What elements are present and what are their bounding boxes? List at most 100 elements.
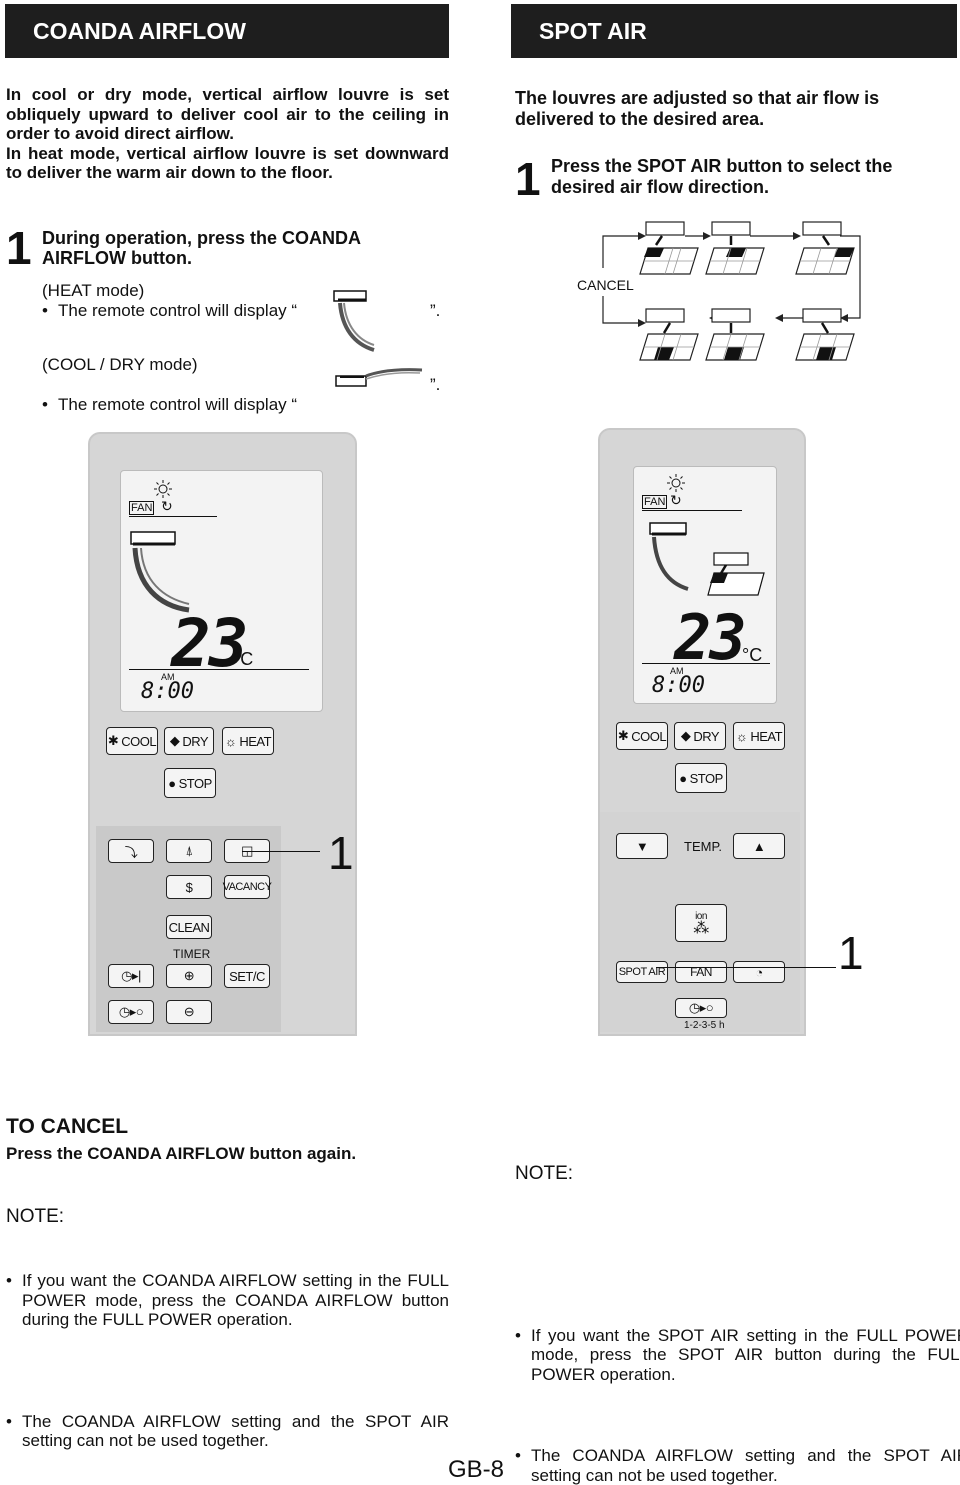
clean-button[interactable]: CLEAN [166,915,212,939]
coanda-heat-icon [130,531,190,613]
button-label: COOL [121,733,157,749]
sun-icon: ☼ [224,733,237,749]
cancel-title: TO CANCEL [6,1115,129,1138]
vacancy-button[interactable]: VACANCY [222,875,272,899]
callout-number: 1 [328,827,354,879]
fan-label: FAN [129,501,155,515]
sun-icon: ☼ [735,728,748,744]
dry-button[interactable]: ◆DRY [164,727,214,755]
spot-air-header: SPOT AIR [511,4,957,58]
temp-down-button[interactable]: ▼ [616,833,668,859]
timer-on-button[interactable]: ◷▸| [108,964,154,988]
step-instruction: During operation, press the COANDA AIRFL… [42,228,361,268]
temp-up-button[interactable]: ▲ [733,833,785,859]
clock-play-icon: ◷▸○ [688,1000,714,1015]
cancel-label: CANCEL [575,277,636,293]
spot-air-cycle-diagram [602,221,861,361]
display-text-end: ”. [430,301,441,320]
callout-line [242,851,320,852]
plus-icon: ⊕ [183,968,195,983]
spot-air-intro: The louvres are adjusted so that air flo… [515,88,880,129]
spot-air-button[interactable]: SPOT AIR [616,961,668,983]
stop-button[interactable]: ●STOP [164,768,216,798]
note-item: The COANDA AIRFLOW setting and the SPOT … [515,1446,960,1485]
cool-button[interactable]: ✱COOL [616,722,668,750]
eco-button[interactable]: $ [166,875,212,899]
clock-off-icon: ◷▸○ [118,1004,144,1019]
note-title: NOTE: [515,1163,574,1184]
timer-down-button[interactable]: ⊖ [166,1000,212,1024]
clock-display: 8:00 [141,679,194,704]
cool-mode-display-text: The remote control will display “ [42,395,960,415]
minus-icon: ⊖ [183,1004,195,1019]
dry-button[interactable]: ◆DRY [674,722,726,750]
drop-icon: ◆ [169,733,180,748]
ion-button[interactable]: ion ⁂ [675,904,727,942]
heat-mode-display-text: The remote control will display “ [42,301,960,321]
intro-paragraph-1: In cool or dry mode, vertical airflow lo… [6,85,449,143]
bell-icon: ⍋ [185,843,193,858]
snowflake-icon: ✱ [617,728,629,743]
swing-button[interactable]: ⤵ [108,839,154,863]
coanda-spot-icon [649,522,765,596]
power-icon: ● [679,770,687,786]
timer-label: TIMER [173,947,211,961]
button-label: FAN [690,965,712,979]
timer-off-button[interactable]: ◷▸○ [108,1000,154,1024]
triangle-down-icon: ▼ [635,838,649,854]
button-label: HEAT [750,728,783,744]
timer-up-button[interactable]: ⊕ [166,964,212,988]
lcd-divider [642,663,770,664]
cluster-icon: ⁂ [693,919,709,937]
off-timer-button[interactable]: ◷▸○ [675,998,727,1018]
button-label: COOL [631,728,667,744]
fan-swirl-icon: ↻ [161,498,173,514]
full-power-button[interactable]: ◔ [733,961,785,983]
callout-line [656,967,836,968]
fan-button[interactable]: FAN [675,961,727,983]
button-label: DRY [693,728,720,744]
note-item: If you want the COANDA AIRFLOW setting i… [6,1271,449,1330]
note-item: The COANDA AIRFLOW setting and the SPOT … [6,1412,449,1451]
note-item: If you want the SPOT AIR setting in the … [515,1326,960,1385]
button-label: STOP [689,770,724,786]
coanda-cool-icon [335,368,423,387]
set-cancel-button[interactable]: SET/C [224,964,270,988]
button-label: SPOT AIR [618,966,666,978]
cool-dry-mode-label: (COOL / DRY mode) [42,355,198,374]
button-label: HEAT [239,733,272,749]
fan-swirl-icon: ↻ [670,492,682,508]
sun-icon [667,474,685,492]
swing-icon: ⤵ [124,844,138,860]
button-label: DRY [182,733,209,749]
stop-button[interactable]: ●STOP [675,763,727,793]
heat-button[interactable]: ☼HEAT [222,727,274,755]
cycle-arrow-line [602,235,638,268]
button-label: SET/C [229,968,265,984]
display-text: The remote control will display “ [58,394,298,414]
plasmacluster-button[interactable]: ⍋ [166,839,212,863]
section-title: SPOT AIR [539,17,647,44]
am-indicator: AM [670,666,684,676]
temp-label: TEMP. [684,839,723,854]
display-text: The remote control will display “ [58,301,298,320]
step-number: 1 [6,222,32,274]
coanda-icon: ◱ [241,843,253,858]
remote-lcd: FAN ↻ 23 °C AM 8:00 [120,470,323,712]
lcd-divider [129,516,217,517]
fan-label: FAN [642,495,668,509]
step-number: 1 [515,153,541,205]
cool-button[interactable]: ✱COOL [106,727,158,755]
drop-icon: ◆ [680,728,691,743]
snowflake-icon: ✱ [107,733,119,748]
page-number: GB-8 [448,1456,505,1483]
remote-lcd: FAN ↻ 23 °C AM 8:00 [633,466,777,704]
coanda-heat-icon [333,290,375,352]
intro-paragraph-2: In heat mode, vertical airflow louvre is… [6,143,449,183]
floor-grids [639,247,855,361]
am-indicator: AM [161,672,175,682]
heat-mode-label: (HEAT mode) [42,281,145,300]
triangle-up-icon: ▲ [752,838,766,854]
heat-button[interactable]: ☼HEAT [733,722,785,750]
button-label: VACANCY [222,881,272,893]
